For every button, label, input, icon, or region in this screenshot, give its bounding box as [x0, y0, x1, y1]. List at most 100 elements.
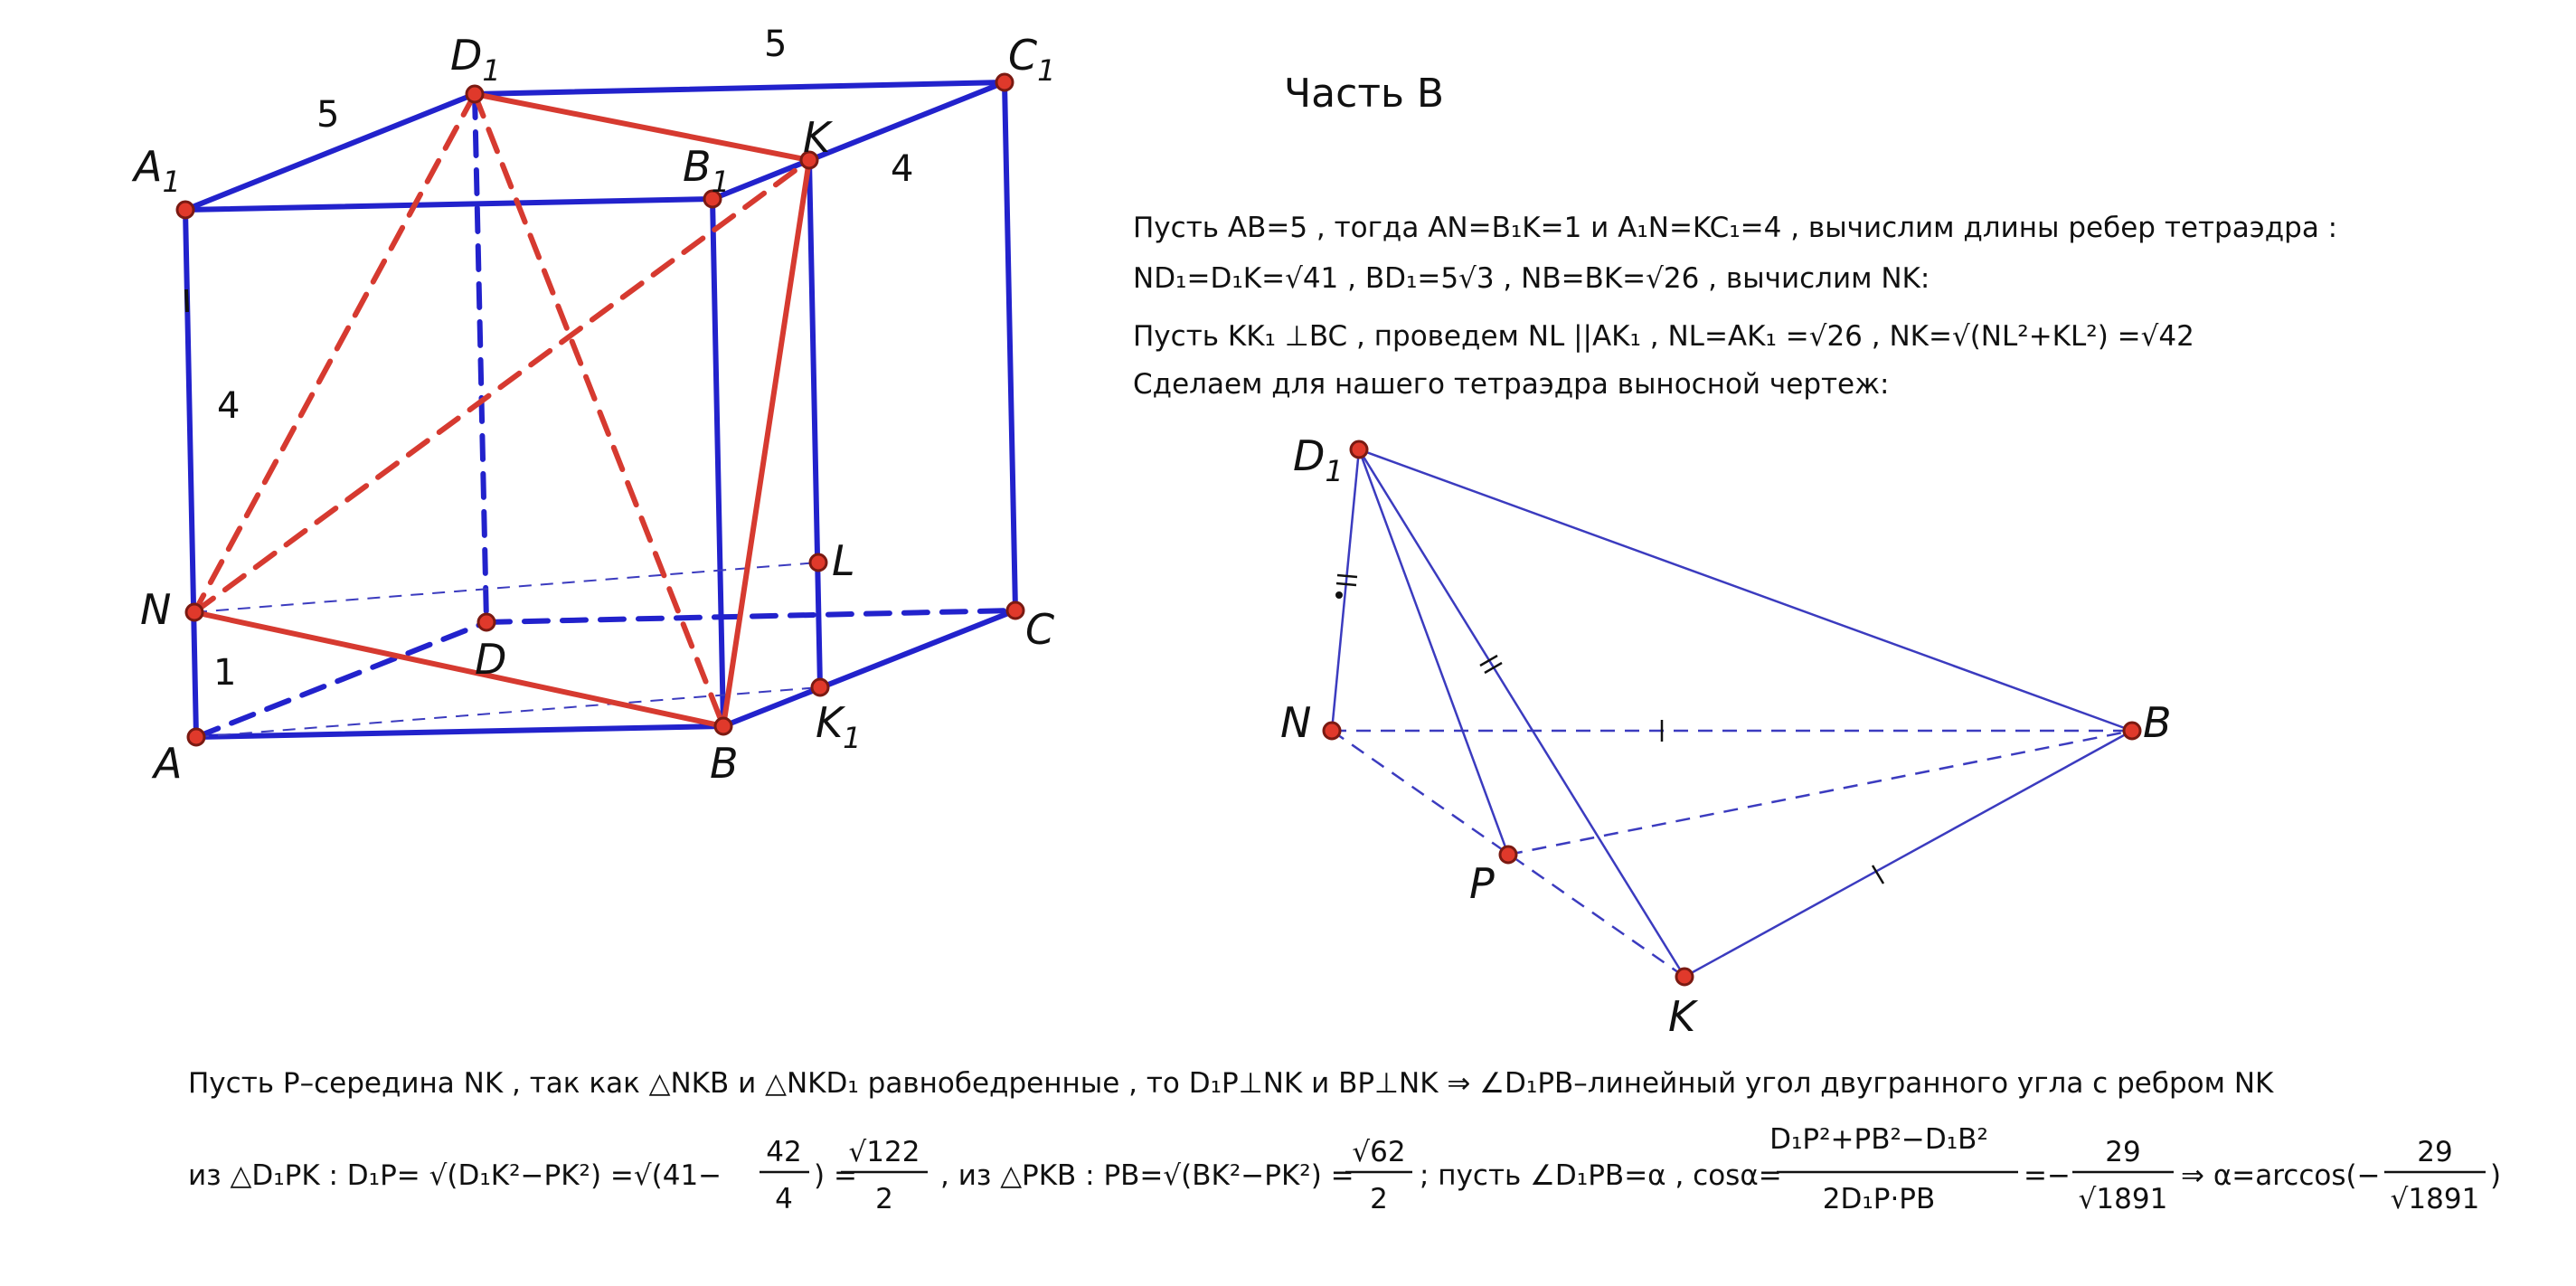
edge-b-k [1684, 729, 2133, 979]
label-k: K [803, 113, 834, 162]
tetrahedron-diagram: D1 N B P K [1280, 431, 2172, 1041]
fraction-denominator: 2D₁P·PB [1823, 1183, 1936, 1215]
edge-d1-n [192, 91, 477, 615]
fraction-29-sqrt1891-a: 29 √1891 [2072, 1136, 2174, 1215]
paragraph-line-3: Пусть KK₁ ⊥BC , проведем NL ||AK₁ , NL=A… [1133, 320, 2194, 353]
length-a1d1: 5 [316, 94, 339, 136]
edge-d-c [484, 608, 1018, 625]
fraction-sqrt62-2: √62 2 [1345, 1136, 1412, 1215]
edge-k-k1 [807, 157, 823, 690]
point-b1 [703, 189, 722, 209]
edge-n-b [192, 610, 726, 729]
edge-a-d [193, 619, 489, 740]
point-d1 [465, 84, 485, 104]
tick-bk [1871, 865, 1885, 884]
length-d1c1: 5 [764, 24, 787, 65]
fraction-sqrt122-2: √122 2 [841, 1136, 928, 1215]
label-c1: C1 [1008, 31, 1055, 88]
edge-a1-b1 [183, 196, 715, 213]
label-b: B [710, 739, 739, 788]
fraction-29-sqrt1891-b: 29 √1891 [2384, 1136, 2486, 1215]
edge-d1-k [472, 91, 812, 163]
dot-mark [1335, 591, 1343, 599]
label-d: D [475, 635, 506, 684]
point-l [808, 553, 828, 572]
label-n: N [1280, 698, 1311, 747]
point-d1 [1349, 440, 1369, 459]
paragraph-line-2: ND₁=D₁K=√41 , BD₁=5√3 , NB=BK=√26 , вычи… [1133, 262, 1930, 295]
fraction-numerator: √122 [849, 1136, 920, 1168]
edge-d1-b [472, 91, 726, 729]
fraction-denominator: √1891 [2079, 1183, 2168, 1215]
tick-dk-1 [1479, 654, 1498, 667]
fraction-numerator: 29 [2417, 1136, 2452, 1168]
length-a1n: 4 [217, 385, 240, 427]
line2-part-c: , из △PKB : PB=√(BK²−PK²) = [940, 1159, 1354, 1192]
label-l: L [832, 536, 855, 585]
label-d1: D1 [450, 31, 501, 88]
point-c [1005, 600, 1025, 620]
fraction-42-4: 42 4 [760, 1136, 809, 1215]
point-b [2122, 721, 2142, 741]
line2-part-f: ⇒ α=arccos(− [2181, 1159, 2381, 1192]
fraction-cosine: D₁P²+PB²−D₁B² 2D₁P·PB [1769, 1123, 2018, 1215]
edge-a-b [193, 723, 726, 740]
cube-diagram: A1 B1 D1 C1 K N A B C D L K1 5 5 4 4 1 [131, 24, 1055, 788]
edge-a1-d1 [183, 91, 477, 213]
line2-part-a: из △D₁PK : D₁P= √(D₁K²−PK²) =√(41− [188, 1159, 722, 1192]
point-n [184, 602, 204, 622]
label-a: A [151, 739, 182, 788]
edge-d1-d [472, 91, 489, 625]
line2-part-e: =− [2024, 1159, 2071, 1192]
label-p: P [1469, 859, 1495, 908]
point-n [1322, 721, 1342, 741]
edge-b1-c1 [710, 80, 1007, 202]
tick-dn-1 [1336, 573, 1358, 579]
solution-line-2: из △D₁PK : D₁P= √(D₁K²−PK²) =√(41− 42 4 … [188, 1123, 2501, 1215]
tick-dn-2 [1335, 582, 1357, 587]
line2-part-d: ; пусть ∠D₁PB=α , cosα= [1420, 1159, 1782, 1192]
solution-paragraph: Пусть AB=5 , тогда AN=B₁K=1 и A₁N=KC₁=4 … [1133, 212, 2337, 401]
tick-dk-2 [1484, 661, 1503, 675]
point-k [1675, 967, 1694, 987]
edge-n-k [192, 157, 812, 615]
paragraph-line-1: Пусть AB=5 , тогда AN=B₁K=1 и A₁N=KC₁=4 … [1133, 212, 2337, 244]
fraction-denominator: √1891 [2391, 1183, 2480, 1215]
edge-d1-c1 [472, 80, 1007, 97]
paragraph-line-4: Сделаем для нашего тетраэдра выносной че… [1133, 368, 1890, 401]
edge-p-b [1507, 729, 2133, 856]
label-k1: K1 [816, 698, 862, 755]
point-c1 [995, 72, 1014, 92]
edge-c1-c [1002, 80, 1018, 613]
point-p [1498, 845, 1518, 865]
edge-b1-b [710, 196, 726, 729]
line-n-l [193, 562, 819, 613]
fraction-numerator: √62 [1352, 1136, 1405, 1168]
label-n: N [140, 585, 171, 634]
solution-line-1: Пусть P–середина NK , так как △NKB и △NK… [188, 1067, 2274, 1100]
edge-a1-a [183, 207, 199, 740]
line-a-k1 [195, 686, 821, 738]
point-a1 [175, 200, 195, 220]
label-b1: B1 [683, 142, 730, 199]
tick-mark [184, 288, 189, 313]
line2-part-b: ) = [814, 1159, 857, 1192]
length-kc1: 4 [891, 148, 913, 190]
fraction-numerator: 29 [2105, 1136, 2140, 1168]
fraction-denominator: 4 [775, 1183, 793, 1215]
label-k: K [1668, 992, 1699, 1041]
length-an: 1 [213, 652, 236, 694]
point-k [799, 150, 819, 170]
line2-part-g: ) [2490, 1159, 2501, 1192]
edge-d1-b [1358, 448, 2133, 733]
point-k1 [810, 677, 830, 697]
label-b: B [2143, 698, 2172, 747]
fraction-denominator: 2 [875, 1183, 893, 1215]
label-c: C [1025, 605, 1054, 654]
fraction-denominator: 2 [1370, 1183, 1388, 1215]
edge-d1-k [1357, 449, 1686, 978]
edge-d1-p [1357, 449, 1510, 856]
fraction-numerator: 42 [766, 1136, 801, 1168]
point-b [713, 716, 733, 736]
